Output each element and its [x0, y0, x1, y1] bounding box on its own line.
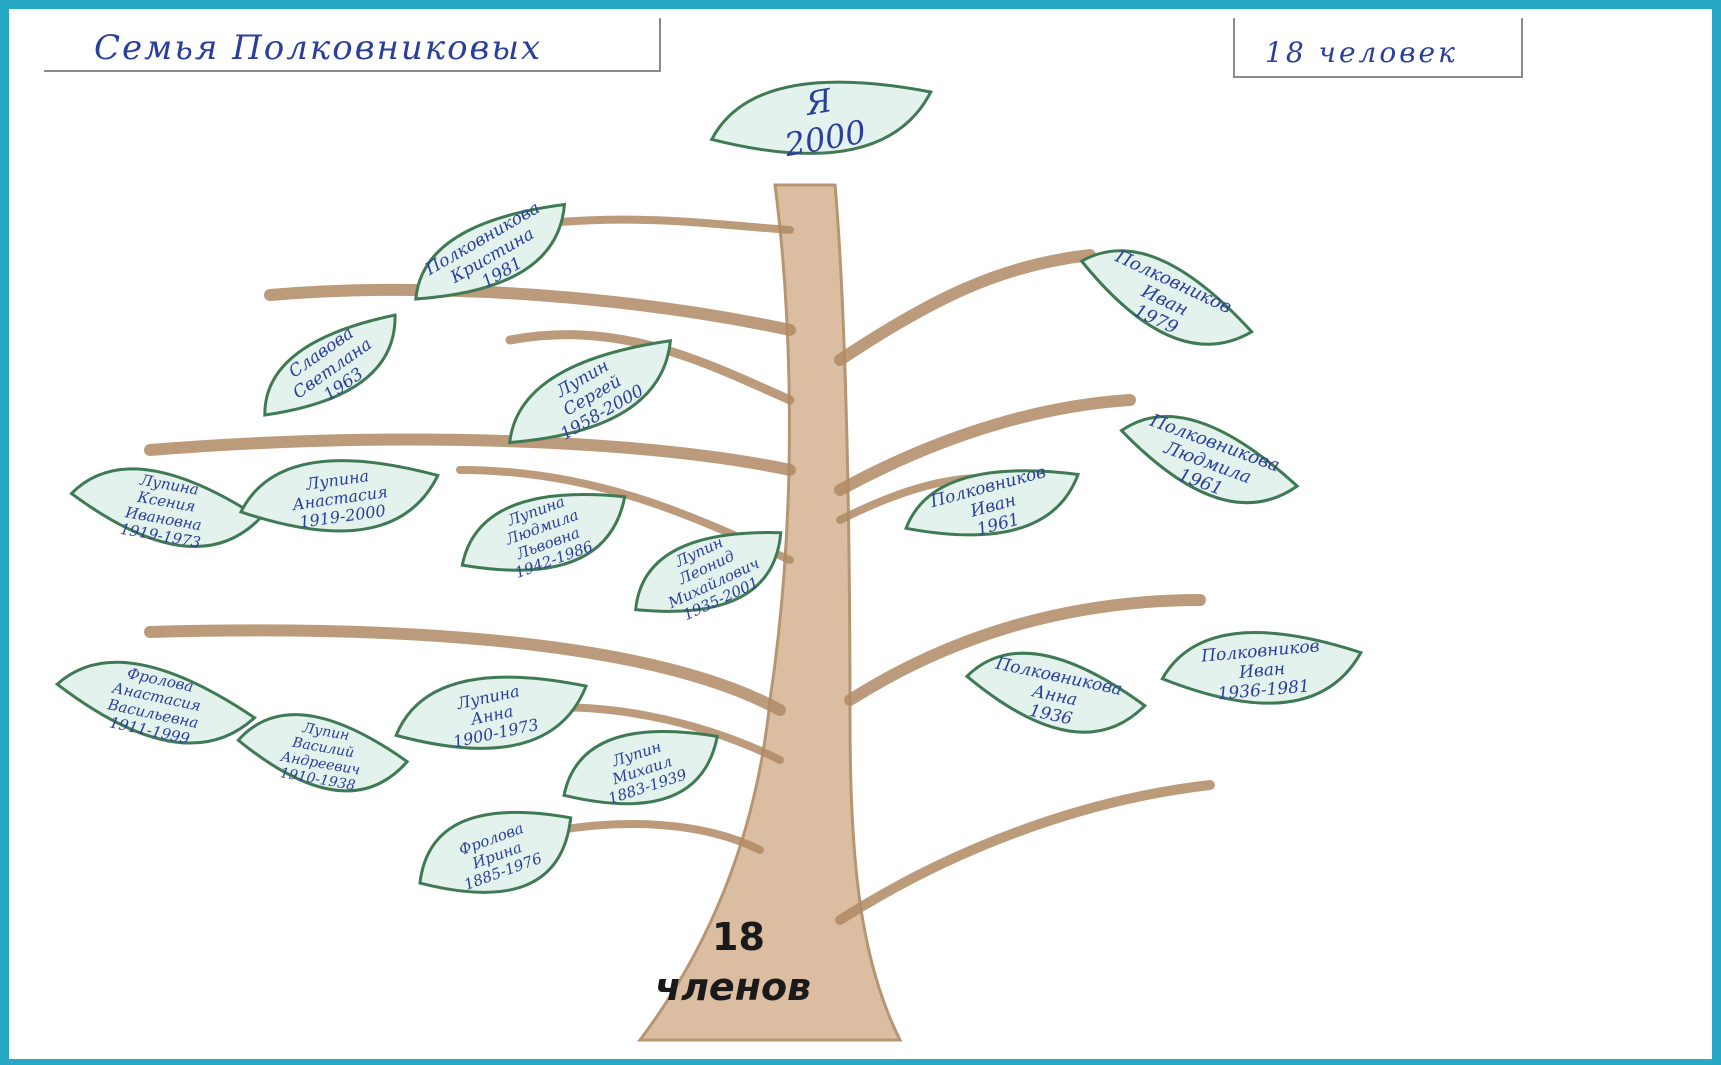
leaf-shape — [460, 493, 627, 572]
leaf-shape — [1160, 631, 1364, 705]
member-count: 18 человек — [1265, 36, 1458, 69]
leaf-shape — [634, 531, 783, 613]
leaf-shape — [418, 810, 573, 894]
trunk-word: членов — [655, 965, 811, 1009]
leaf-shape — [709, 80, 934, 155]
title-box: Семья Полковниковых — [44, 18, 661, 72]
leaf-shape — [904, 469, 1081, 537]
trunk — [637, 183, 903, 1042]
leaf-shape — [394, 675, 589, 750]
member-count-box: 18 человек — [1233, 18, 1523, 78]
leaf-shape — [562, 729, 720, 806]
trunk-number: 18 — [712, 915, 765, 959]
leaf-shape — [508, 338, 673, 445]
leaf-shape — [236, 713, 410, 793]
leaf-shape — [964, 651, 1148, 734]
leaf-shape — [263, 313, 397, 417]
leaf-shape — [54, 660, 257, 745]
leaf-shape — [414, 202, 567, 301]
leaf-label: Иван — [1237, 659, 1286, 683]
leaf-shape — [238, 459, 440, 533]
family-title: Семья Полковниковых — [94, 28, 543, 68]
leaf-shape — [1119, 415, 1300, 505]
leaf-shape — [1079, 249, 1255, 346]
